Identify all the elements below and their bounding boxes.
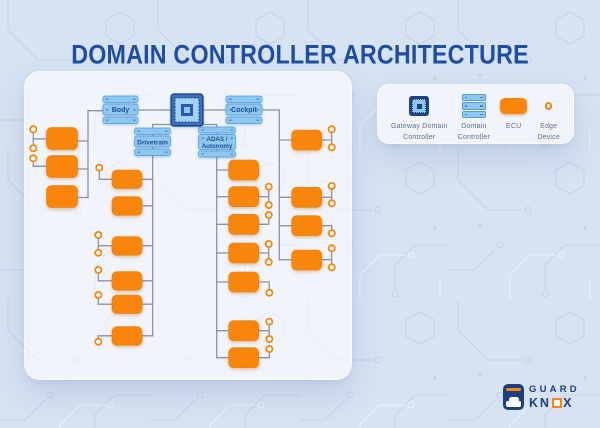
edge-device-nodes <box>29 125 336 353</box>
edge-device-node <box>327 263 336 272</box>
cockpit-branch-lines <box>278 131 333 265</box>
ecu-node <box>228 320 259 342</box>
ecu-node <box>46 127 78 150</box>
legend-label: Edge Device <box>537 123 560 141</box>
ecu-node <box>111 196 143 216</box>
domain-controller-icon <box>461 93 486 119</box>
edge-device-node <box>95 163 104 172</box>
ecu-node <box>291 215 323 236</box>
edge-device-node <box>327 199 336 208</box>
connector-lines <box>32 109 333 359</box>
legend-item-ecu: ECU <box>500 94 528 133</box>
ecu-node <box>111 169 143 189</box>
edge-device-node <box>327 125 336 134</box>
adas-branch-lines <box>216 169 270 359</box>
edge-device-node <box>327 244 336 253</box>
ecu-node <box>291 249 323 271</box>
domain-label-adas-line2: Autonomy <box>202 143 233 150</box>
legend-label: ECU <box>506 123 522 130</box>
ecu-node <box>228 159 259 181</box>
logo-word-guard: GUARD <box>529 384 580 395</box>
domain-label-cockpit: Cockpit <box>231 107 257 114</box>
body-branch-lines <box>32 131 89 199</box>
legend-label: Gateway Domain Controller <box>391 123 448 141</box>
domain-label-adas-line1: ADAS / <box>207 136 228 143</box>
edge-device-node <box>94 265 103 274</box>
edge-device-node <box>94 230 103 239</box>
domain-controller-cockpit: Cockpit <box>225 95 263 124</box>
ecu-node <box>228 347 259 369</box>
ecu-node <box>111 236 143 256</box>
ecu-node <box>111 294 143 314</box>
architecture-diagram: Body Cockpit Drivetrain <box>24 71 350 378</box>
domain-controller-adas-autonomy: ADAS / Autonomy <box>198 126 236 158</box>
edge-device-node <box>264 182 273 191</box>
guardknox-car-badge-icon <box>503 384 524 410</box>
edge-device-node <box>29 125 38 134</box>
edge-device-node <box>29 144 38 153</box>
edge-device-node <box>264 257 273 266</box>
ecu-nodes <box>46 127 323 369</box>
legend: Gateway Domain Controller Domain Control… <box>377 84 574 144</box>
legend-item-gateway-domain-controller: Gateway Domain Controller <box>391 94 448 144</box>
edge-device-node <box>264 200 273 209</box>
domain-controller-drivetrain: Drivetrain <box>134 127 171 156</box>
edge-device-node <box>327 229 336 238</box>
edge-device-icon <box>544 102 553 110</box>
edge-device-node <box>265 344 274 353</box>
legend-item-domain-controller: Domain Controller <box>457 93 491 144</box>
ecu-node <box>291 187 323 208</box>
ecu-node <box>46 155 78 178</box>
domain-controller-body: Body <box>102 95 139 124</box>
edge-device-node <box>265 334 274 343</box>
edge-device-node <box>94 290 103 299</box>
bus-trunk-lines <box>87 109 280 359</box>
ecu-node <box>228 186 259 207</box>
drivetrain-branch-lines <box>97 170 154 340</box>
edge-device-node <box>327 181 336 190</box>
edge-device-node <box>327 143 336 152</box>
knox-o-glyph <box>552 398 562 408</box>
domain-label-drivetrain: Drivetrain <box>137 139 168 146</box>
ecu-node <box>228 214 259 235</box>
edge-device-node <box>264 239 273 248</box>
ecu-node <box>228 242 259 264</box>
edge-device-node <box>265 317 274 326</box>
edge-device-node <box>94 337 103 346</box>
ecu-node <box>111 271 143 291</box>
ecu-node <box>111 326 143 346</box>
ecu-node <box>46 185 78 208</box>
page-title: DOMAIN CONTROLLER ARCHITECTURE <box>71 40 529 71</box>
card-inner-pattern <box>24 71 350 378</box>
edge-device-node <box>29 154 38 163</box>
ecu-node <box>228 271 259 293</box>
domain-label-body: Body <box>112 107 130 114</box>
gateway-domain-controller-icon <box>409 96 430 116</box>
edge-device-node <box>94 248 103 257</box>
ecu-icon <box>500 98 528 114</box>
gateway-domain-controller-chip <box>170 93 204 127</box>
ecu-node <box>291 129 323 151</box>
legend-label: Domain Controller <box>457 123 491 141</box>
legend-item-edge-device: Edge Device <box>537 94 560 144</box>
edge-device-node <box>264 210 273 219</box>
edge-device-node <box>265 288 274 297</box>
